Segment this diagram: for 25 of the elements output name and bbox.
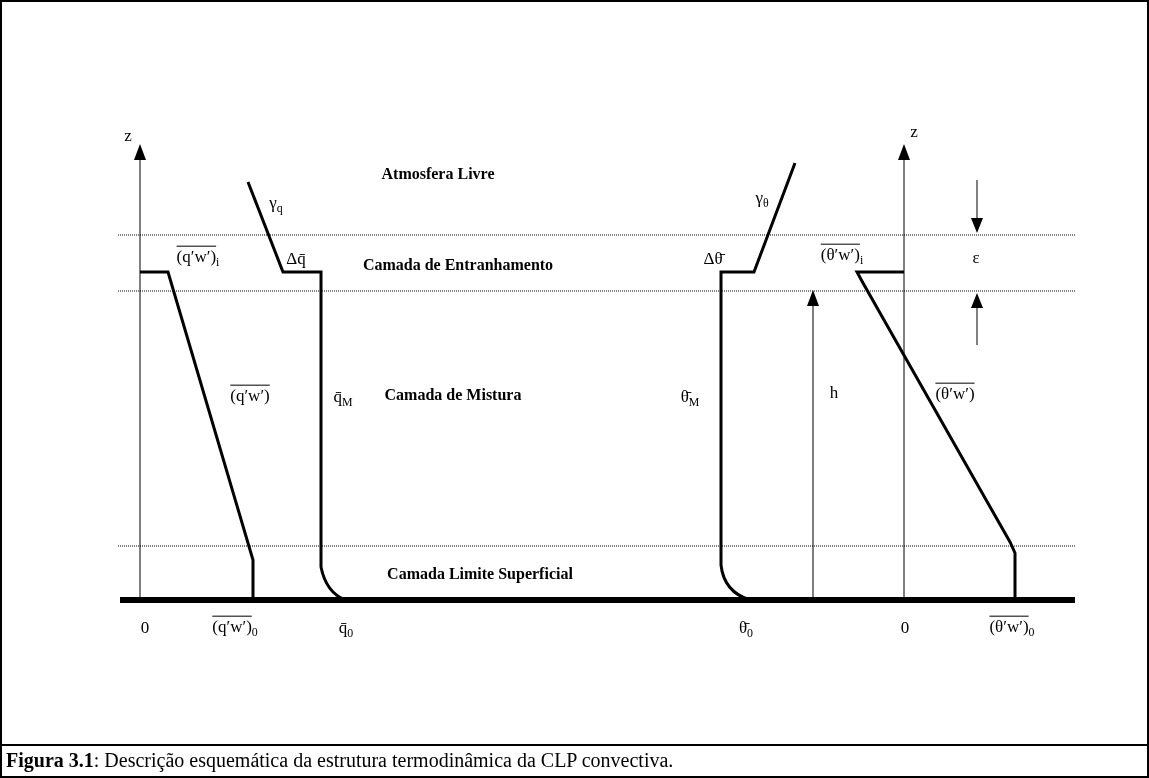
symbol-label: (θ′w′) xyxy=(935,384,975,404)
layer-label: Camada Limite Superficial xyxy=(387,565,573,583)
symbol-label: (θ′w′)$_{0}$ xyxy=(989,617,1035,639)
symbol-label: Δθ̄ xyxy=(703,249,723,269)
symbol-label: z xyxy=(124,126,132,146)
symbol-label: 0 xyxy=(140,618,150,638)
symbol-label: γ$_{q}$ xyxy=(269,193,283,215)
symbol-label: (q′w′) xyxy=(230,386,270,406)
symbol-label: h xyxy=(829,383,839,403)
symbol-label: 0 xyxy=(900,618,910,638)
symbol-label: γ$_{θ}$ xyxy=(755,188,769,210)
symbol-label: (θ′w′)$_{i}$ xyxy=(820,245,864,267)
symbol-label: θ̄$_{M}$ xyxy=(680,387,700,409)
symbol-label: θ̄$_{0}$ xyxy=(738,618,754,640)
layer-label: Atmosfera Livre xyxy=(381,165,495,183)
symbol-label: Δq̄ xyxy=(286,249,306,269)
symbol-label: (q′w′)$_{i}$ xyxy=(176,247,220,269)
symbol-label: q̄$_{0}$ xyxy=(338,618,354,640)
layer-label: Camada de Mistura xyxy=(384,386,522,404)
figure-caption: Figura 3.1: Descrição esquemática da estrutura termodinâmica da CLP convectiva. xyxy=(5,748,674,772)
symbol-label: q̄$_{M}$ xyxy=(333,387,353,409)
symbol-label: ε xyxy=(972,248,980,268)
symbol-label: z xyxy=(910,122,918,142)
layer-label: Camada de Entranhamento xyxy=(362,256,554,274)
symbol-label: (q′w′)$_{0}$ xyxy=(212,617,258,639)
